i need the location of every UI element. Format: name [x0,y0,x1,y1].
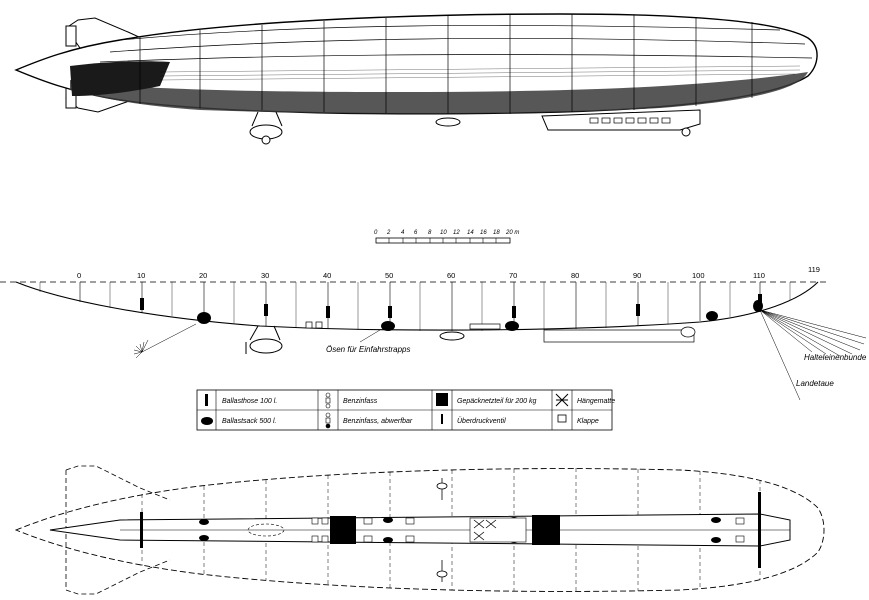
hull-shading [70,72,808,114]
ballast-bag-markers [197,300,763,331]
legend-hammock-symbol [555,393,569,407]
scale-label-9: 18 [493,230,500,236]
landing-ropes-label: Landetaue [796,379,834,388]
plan-rear-engine-car [247,523,285,537]
plan-hull-outline [14,468,825,592]
plan-fin-lower [65,559,171,595]
plan-fin-upper [65,465,171,501]
scale-label-8: 16 [480,230,487,236]
legend-relief-valve-label: Überdruckventil [457,417,506,425]
legend-hatch-symbol [557,414,567,423]
section-engine-car [245,325,283,354]
frame-number-60: 60 [447,271,455,280]
legend-ballast-bag-label: Ballastsack 500 l. [222,418,277,425]
section-minor-ticks [39,282,791,331]
handling-lines-label: Halteleinenbunde [804,353,867,362]
legend-hatch-label: Klappe [577,418,599,425]
legend-hammock-label: Hängematte [577,398,615,405]
legend-luggage-net-symbol [436,393,448,406]
legend-ballast-hose-symbol [205,394,208,406]
hull-hatching [159,65,801,81]
plan-wing-engines [436,478,448,582]
rudder-upper [65,25,77,47]
handling-lines-right [759,309,867,401]
legend-luggage-net-label: Gepäcknetzteil für 200 kg [457,398,536,405]
side-elevation-view [14,13,818,145]
legend-ballast-bag-symbol [201,417,213,425]
section-keel [15,281,819,331]
control-gondola [541,109,701,137]
section-view: 0 10 20 30 40 50 60 70 80 90 100 110 119 [0,265,867,401]
section-midship-car [439,331,465,341]
scale-label-2: 4 [401,230,405,236]
plan-luggage-nets [330,515,560,545]
scale-label-0: 0 [374,230,378,236]
scale-label-1: 2 [386,230,391,236]
legend-relief-valve-symbol [441,414,443,424]
plan-hammocks [473,519,497,541]
hull-ring-frames [139,14,753,114]
eyelets-label: Ösen für Einfahrstrapps [326,345,410,354]
frame-number-20: 20 [199,271,207,280]
legend-fuel-tank-symbol [325,392,331,409]
ballast-hose-markers [140,294,762,318]
legend: Ballasthose 100 l. Ballastsack 500 l. Be… [196,389,615,431]
scale-label-5: 10 [440,230,447,236]
rear-engine-car [249,111,283,145]
scale-label-7: 14 [467,230,474,236]
frame-number-119: 119 [808,265,820,274]
eyelets-leader [359,329,381,343]
scale-label-10: 20 m [505,230,519,236]
keel-items [305,321,696,343]
legend-fuel-tank-label: Benzinfass [343,398,378,405]
hull-longitudinals [99,25,813,63]
plan-keel-items [311,517,745,543]
frame-number-80: 80 [571,271,579,280]
frame-number-10: 10 [137,271,145,280]
handling-lines-left [133,323,197,359]
plan-view [14,465,825,595]
scale-label-4: 8 [428,230,432,236]
scale-bar: 0 2 4 6 8 10 12 14 16 18 20 m [374,230,519,244]
frame-number-90: 90 [633,271,641,280]
frame-number-40: 40 [323,271,331,280]
scale-label-6: 12 [453,230,460,236]
legend-fuel-tank-jettison-label: Benzinfass, abwerfbar [343,418,413,425]
legend-fuel-tank-jettison-symbol [325,412,331,429]
frame-number-50: 50 [385,271,393,280]
scale-label-3: 6 [414,230,418,236]
frame-number-100: 100 [692,271,705,280]
frame-number-0: 0 [77,271,81,280]
frame-number-110: 110 [753,271,765,280]
stern-shading [70,61,170,96]
midship-engine-car [435,117,461,127]
frame-number-70: 70 [509,271,517,280]
frame-number-30: 30 [261,271,269,280]
legend-ballast-hose-label: Ballasthose 100 l. [222,398,277,405]
